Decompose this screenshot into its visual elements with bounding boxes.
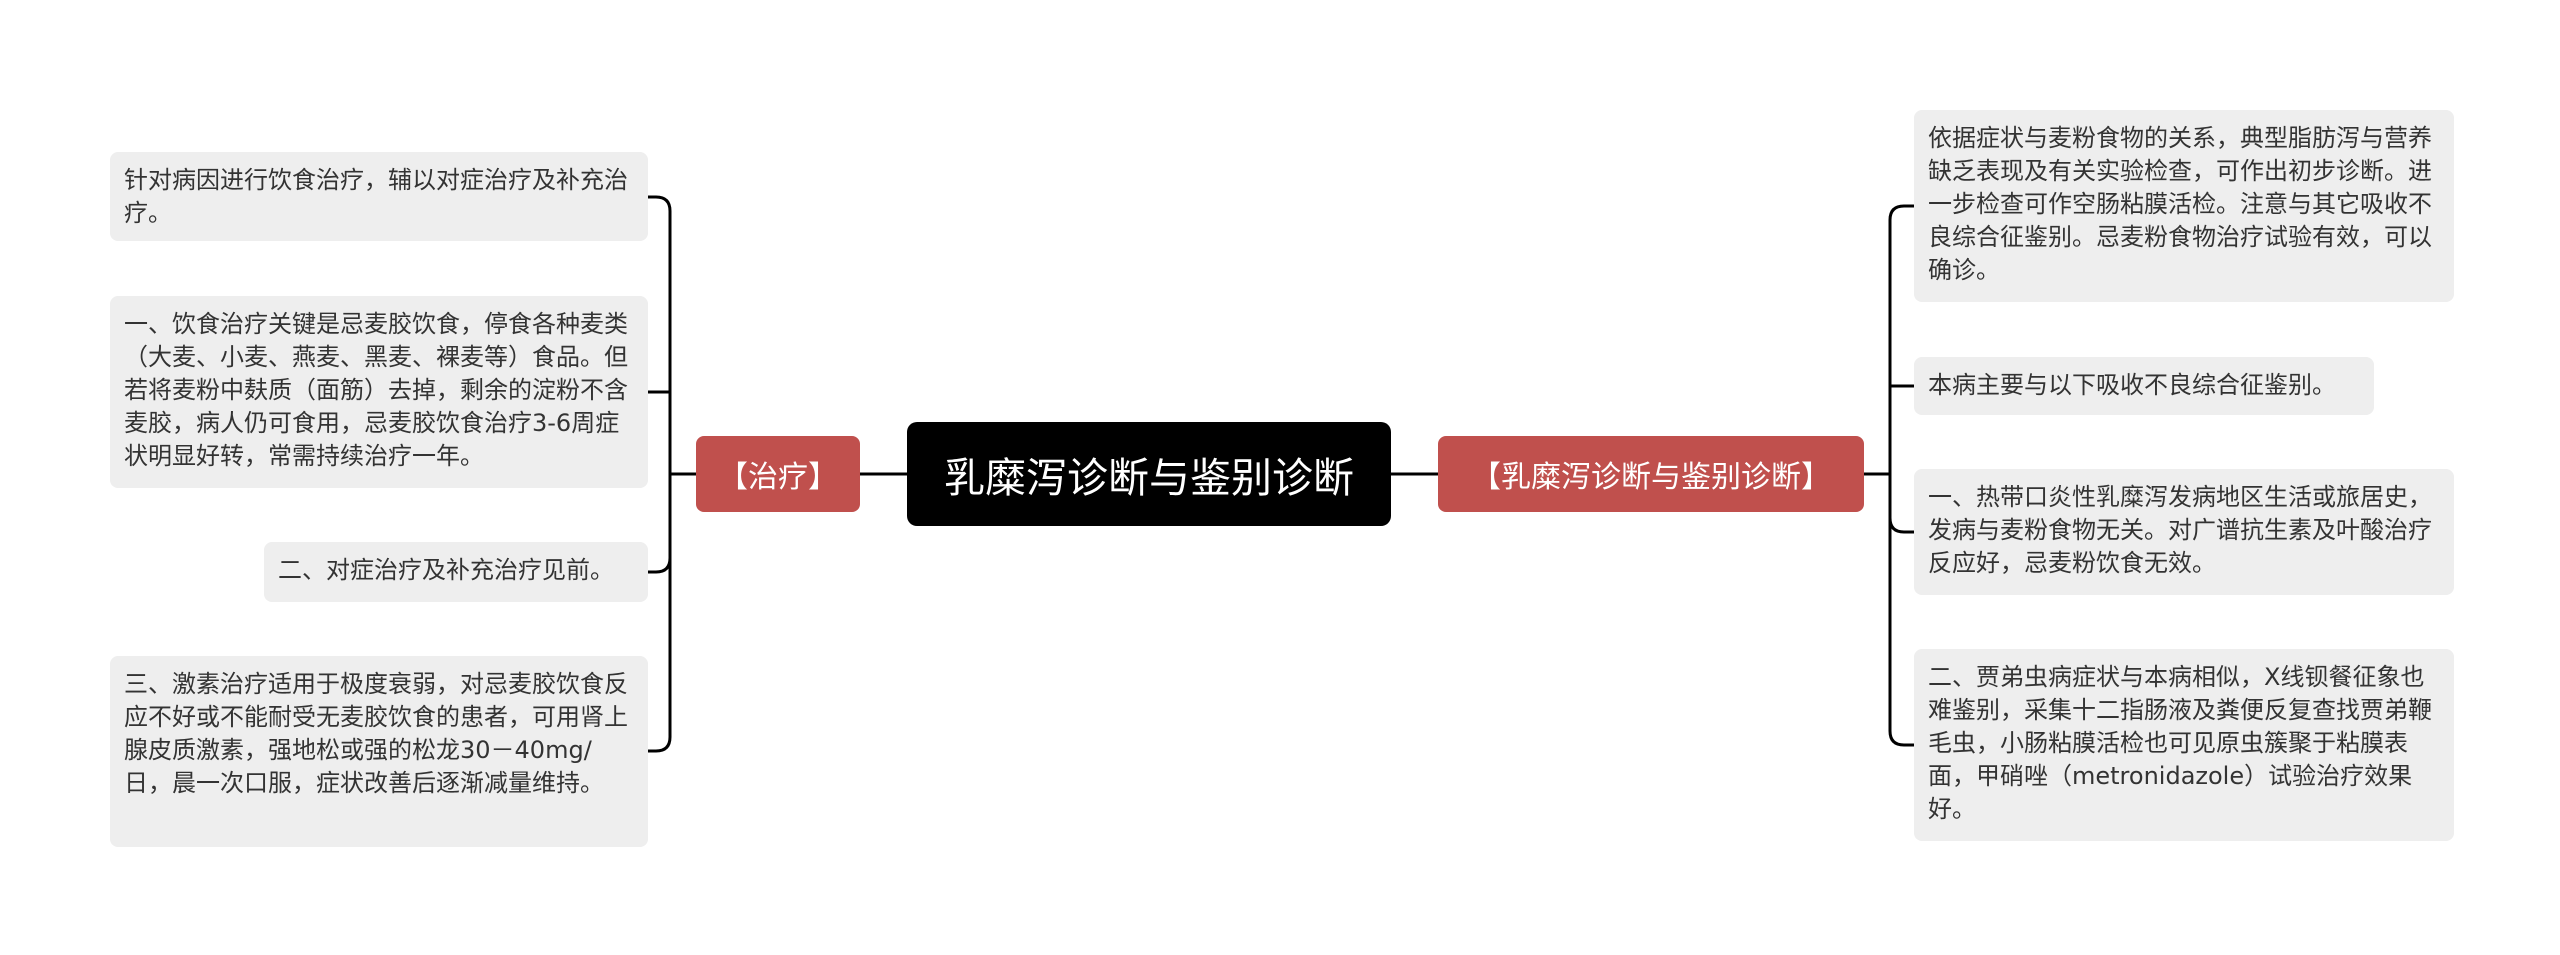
connector-right-3: [1888, 517, 1914, 534]
root-topic[interactable]: 乳糜泻诊断与鉴别诊断: [907, 422, 1391, 526]
branch-treatment[interactable]: 【治疗】: [696, 436, 860, 512]
connector-left-3: [648, 557, 672, 574]
connector-right-1: [1888, 204, 1914, 221]
branch-diagnosis[interactable]: 【乳糜泻诊断与鉴别诊断】: [1438, 436, 1864, 512]
leaf-diagnosis-basis[interactable]: 依据症状与麦粉食物的关系，典型脂肪泻与营养缺乏表现及有关实验检查，可作出初步诊断…: [1914, 110, 2454, 302]
connector-left-4: [648, 736, 672, 753]
leaf-giardiasis[interactable]: 二、贾弟虫病症状与本病相似，X线钡餐征象也难鉴别，采集十二指肠液及粪便反复查找贾…: [1914, 649, 2454, 841]
leaf-symptomatic-therapy[interactable]: 二、对症治疗及补充治疗见前。: [264, 542, 648, 602]
leaf-tropical-sprue[interactable]: 一、热带口炎性乳糜泻发病地区生活或旅居史，发病与麦粉食物无关。对广谱抗生素及叶酸…: [1914, 469, 2454, 595]
leaf-hormone-therapy[interactable]: 三、激素治疗适用于极度衰弱，对忌麦胶饮食反应不好或不能耐受无麦胶饮食的患者，可用…: [110, 656, 648, 847]
leaf-differential-intro[interactable]: 本病主要与以下吸收不良综合征鉴别。: [1914, 357, 2374, 415]
connector-right-4: [1888, 730, 1914, 747]
leaf-treatment-overview[interactable]: 针对病因进行饮食治疗，辅以对症治疗及补充治疗。: [110, 152, 648, 241]
connector-left-1: [648, 195, 672, 212]
leaf-diet-therapy[interactable]: 一、饮食治疗关键是忌麦胶饮食，停食各种麦类（大麦、小麦、燕麦、黑麦、裸麦等）食品…: [110, 296, 648, 488]
